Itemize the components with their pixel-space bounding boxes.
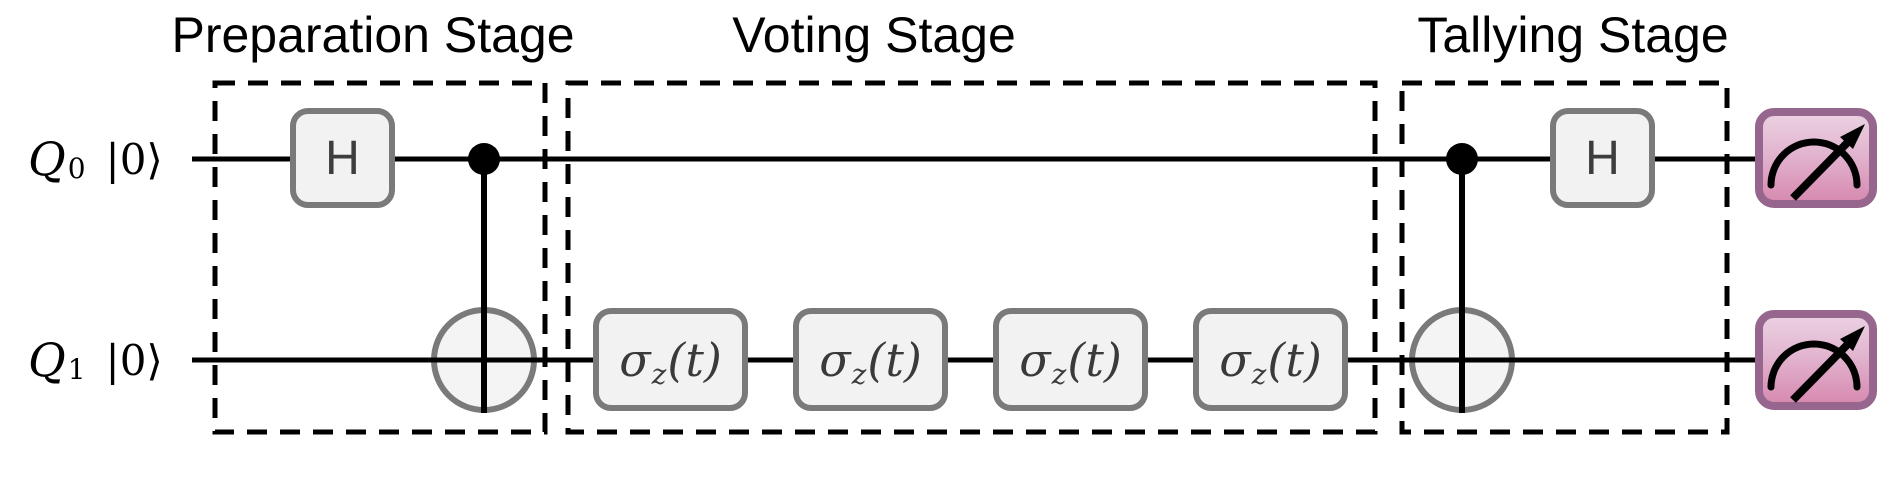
gauge-arrowhead-icon — [1840, 124, 1865, 149]
stage-box-voting — [565, 80, 1378, 435]
stage-label-preparation: Preparation Stage — [171, 7, 575, 63]
hadamard-gate-tallying: H — [1550, 108, 1655, 208]
ket-state: |0⟩ — [105, 335, 163, 385]
cnot-control-icon — [468, 143, 500, 175]
measurement-icon-q0 — [1755, 108, 1877, 208]
qubit-index: 0 — [67, 152, 86, 185]
cnot-control-icon — [1446, 143, 1478, 175]
sigma-subscript: z — [651, 358, 667, 391]
gauge-arc-icon — [1767, 340, 1861, 391]
sigma-base: σ — [819, 332, 851, 387]
sigma-subscript: z — [1251, 358, 1267, 391]
stage-label-voting: Voting Stage — [732, 7, 1016, 63]
gauge-arc-icon — [1767, 138, 1861, 189]
sigma-base: σ — [1019, 332, 1051, 387]
measurement-icon-q1 — [1755, 310, 1877, 410]
sigma-subscript: z — [1051, 358, 1067, 391]
stage-box-preparation — [212, 80, 548, 435]
qubit-name: Q — [28, 333, 66, 387]
qubit-name: Q — [28, 132, 66, 186]
stage-label-tallying: Tallying Stage — [1417, 7, 1729, 63]
ket-state: |0⟩ — [105, 134, 163, 184]
hadamard-gate-preparation: H — [290, 108, 395, 208]
sigma-arg: (t) — [1267, 332, 1322, 387]
stage-box-tallying — [1399, 80, 1730, 435]
sigma-subscript: z — [851, 358, 867, 391]
qubit-index: 1 — [67, 353, 86, 386]
sigma-base: σ — [619, 332, 651, 387]
sigma-arg: (t) — [1067, 332, 1122, 387]
sigma-base: σ — [1219, 332, 1251, 387]
sigma-arg: (t) — [867, 332, 922, 387]
gauge-arrowhead-icon — [1840, 326, 1865, 351]
sigma-arg: (t) — [667, 332, 722, 387]
gauge-needle-icon — [1790, 341, 1851, 403]
gauge-needle-icon — [1790, 139, 1851, 201]
